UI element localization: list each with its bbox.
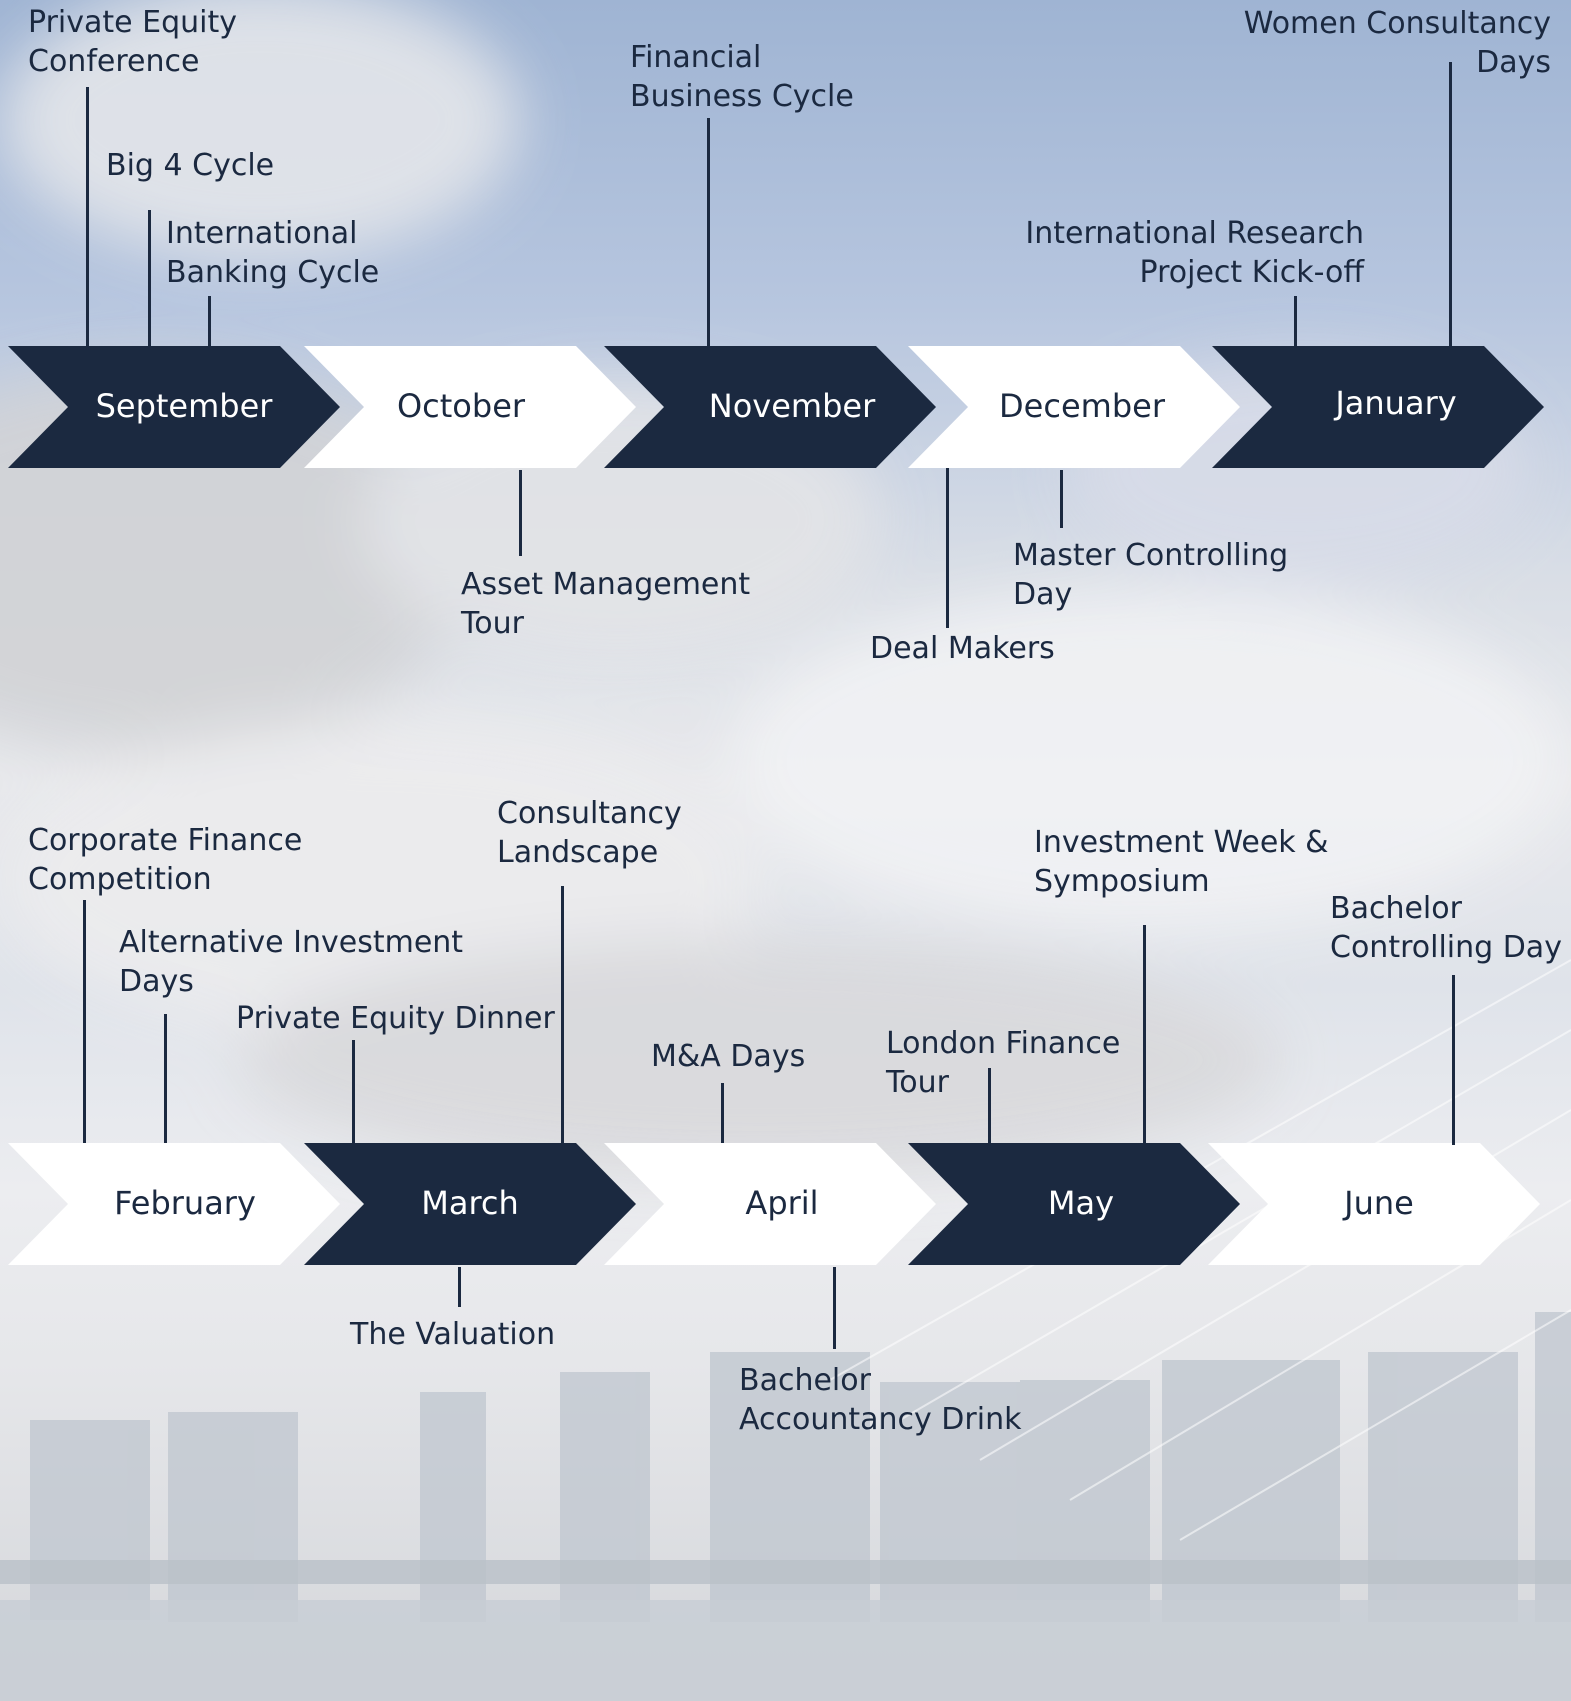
connector-line xyxy=(1294,296,1297,346)
connector-line xyxy=(519,470,522,556)
event-label: Bachelor Controlling Day xyxy=(1330,891,1562,965)
month-label-april: April xyxy=(745,1184,819,1222)
event-label: Women Consultancy Days xyxy=(1243,6,1551,80)
connector-line xyxy=(707,118,710,346)
chevron-december xyxy=(908,346,1240,468)
connector-line xyxy=(1449,62,1452,346)
chevron-october xyxy=(304,346,636,468)
connector-line xyxy=(721,1083,724,1143)
month-label-march: March xyxy=(421,1184,519,1222)
chevron-january xyxy=(1212,346,1544,468)
connector-line xyxy=(83,900,86,1143)
event-label: M&A Days xyxy=(651,1039,806,1074)
connector-line xyxy=(208,296,211,346)
event-label: Big 4 Cycle xyxy=(106,148,275,183)
connector-line xyxy=(833,1267,836,1349)
connector-line xyxy=(1060,470,1063,528)
chevron-november xyxy=(604,346,936,468)
chevron-february xyxy=(8,1143,340,1265)
month-label-october: October xyxy=(396,387,526,425)
month-label-january: January xyxy=(1335,384,1457,422)
event-label: Alternative Investment Days xyxy=(119,925,464,999)
chevron-june xyxy=(1208,1143,1540,1265)
connector-line xyxy=(988,1068,991,1143)
connector-line xyxy=(561,886,564,1143)
connector-line xyxy=(148,210,151,346)
chevron-may xyxy=(908,1143,1240,1265)
event-label: Bachelor Accountancy Drink xyxy=(739,1363,1022,1437)
event-label: Consultancy Landscape xyxy=(497,796,682,870)
connector-line xyxy=(164,1014,167,1143)
chevron-march xyxy=(304,1143,636,1265)
event-label: Corporate Finance Competition xyxy=(28,823,303,897)
event-label: The Valuation xyxy=(350,1317,556,1352)
event-label: Financial Business Cycle xyxy=(630,40,854,114)
event-label: Asset Management Tour xyxy=(461,567,751,641)
event-label: International Banking Cycle xyxy=(166,216,380,290)
month-label-may: May xyxy=(1047,1184,1115,1222)
connector-line xyxy=(1452,975,1455,1145)
chevron-april xyxy=(604,1143,936,1265)
connector-line xyxy=(1143,925,1146,1143)
month-label-june: June xyxy=(1344,1184,1414,1222)
event-label: Master Controlling Day xyxy=(1013,538,1289,612)
event-label: London Finance Tour xyxy=(886,1026,1121,1100)
event-label: Investment Week & Symposium xyxy=(1034,825,1329,899)
event-label: International Research Project Kick-off xyxy=(1025,216,1364,290)
connector-line xyxy=(352,1040,355,1143)
month-label-february: February xyxy=(114,1184,256,1222)
month-label-november: November xyxy=(708,387,876,425)
event-label: Private Equity Conference xyxy=(28,5,237,79)
month-label-december: December xyxy=(999,387,1165,425)
month-label-september: September xyxy=(95,387,273,425)
event-label: Private Equity Dinner xyxy=(236,1001,555,1036)
chevron-september xyxy=(8,346,340,468)
connector-line xyxy=(86,87,89,346)
event-label: Deal Makers xyxy=(870,631,1055,666)
connector-line xyxy=(458,1267,461,1307)
connector-line xyxy=(946,468,949,628)
